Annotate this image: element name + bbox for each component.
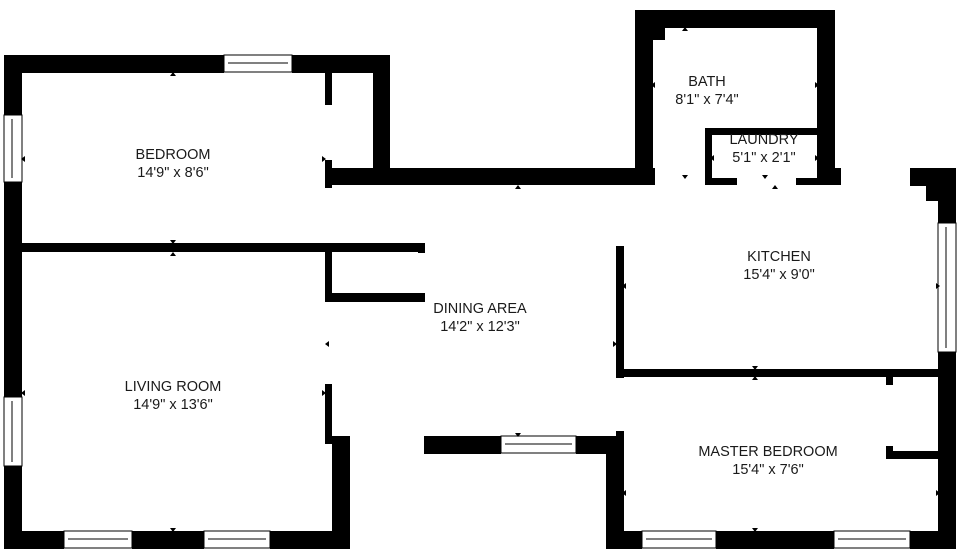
- wall: [332, 436, 350, 549]
- wall: [886, 377, 893, 385]
- wall: [705, 128, 817, 135]
- wall: [325, 384, 332, 444]
- dimension-markers: [21, 27, 940, 532]
- wall: [332, 168, 638, 185]
- window: [937, 222, 957, 353]
- wall: [938, 168, 956, 223]
- wall: [332, 436, 350, 454]
- wall: [4, 55, 224, 73]
- wall: [373, 55, 390, 185]
- wall: [424, 436, 501, 454]
- wall: [606, 531, 642, 549]
- room-name: BEDROOM: [135, 147, 211, 163]
- room-name: KITCHEN: [747, 249, 811, 265]
- wall: [817, 168, 841, 185]
- room-dimensions: 8'1" x 7'4": [675, 92, 739, 108]
- room-label-bedroom: BEDROOM 14'9" x 8'6": [136, 146, 211, 182]
- wall: [635, 10, 835, 28]
- wall: [653, 28, 665, 40]
- window: [63, 530, 133, 549]
- room-name: LIVING ROOM: [124, 379, 222, 395]
- room-name: MASTER BEDROOM: [698, 444, 838, 460]
- wall: [938, 352, 956, 549]
- wall: [817, 10, 835, 185]
- window: [223, 54, 293, 73]
- window: [641, 530, 717, 549]
- window: [3, 396, 23, 467]
- wall: [325, 243, 332, 301]
- wall: [4, 55, 22, 115]
- wall: [418, 243, 425, 253]
- room-label-living-room: LIVING ROOM 14'9" x 13'6": [125, 378, 222, 414]
- room-label-master-bedroom: MASTER BEDROOM 15'4" x 7'6": [698, 443, 837, 479]
- room-dimensions: 14'9" x 8'6": [137, 165, 209, 181]
- room-dimensions: 5'1" x 2'1": [732, 150, 796, 166]
- wall: [886, 451, 940, 459]
- wall: [270, 531, 350, 549]
- room-name: LAUNDRY: [729, 132, 799, 148]
- room-name: BATH: [688, 74, 726, 90]
- room-label-kitchen: KITCHEN 15'4" x 9'0": [743, 248, 814, 284]
- wall: [4, 182, 22, 397]
- wall: [635, 10, 653, 185]
- wall: [132, 531, 204, 549]
- room-dimensions: 14'9" x 13'6": [133, 397, 213, 413]
- window: [203, 530, 271, 549]
- wall: [926, 186, 940, 201]
- room-label-bath: BATH 8'1" x 7'4": [675, 73, 738, 109]
- wall: [716, 531, 834, 549]
- wall: [705, 128, 712, 185]
- wall: [616, 369, 940, 377]
- wall: [606, 436, 624, 549]
- room-label-dining-area: DINING AREA 14'2" x 12'3": [433, 300, 526, 336]
- wall: [22, 243, 425, 252]
- wall: [616, 246, 624, 378]
- room-label-laundry: LAUNDRY 5'1" x 2'1": [729, 131, 798, 167]
- wall: [4, 531, 64, 549]
- window: [833, 530, 911, 549]
- wall: [325, 160, 332, 188]
- wall: [620, 168, 655, 185]
- room-name: DINING AREA: [433, 301, 527, 317]
- room-dimensions: 15'4" x 7'6": [732, 462, 804, 478]
- wall: [705, 178, 737, 185]
- wall: [796, 178, 821, 185]
- room-dimensions: 14'2" x 12'3": [440, 319, 520, 335]
- wall: [4, 466, 22, 549]
- window: [500, 435, 577, 454]
- wall: [616, 431, 624, 441]
- wall: [325, 73, 332, 105]
- wall: [325, 293, 425, 302]
- wall: [418, 293, 425, 302]
- wall: [910, 531, 956, 549]
- room-dimensions: 15'4" x 9'0": [743, 267, 815, 283]
- wall: [292, 55, 390, 73]
- window: [3, 114, 23, 183]
